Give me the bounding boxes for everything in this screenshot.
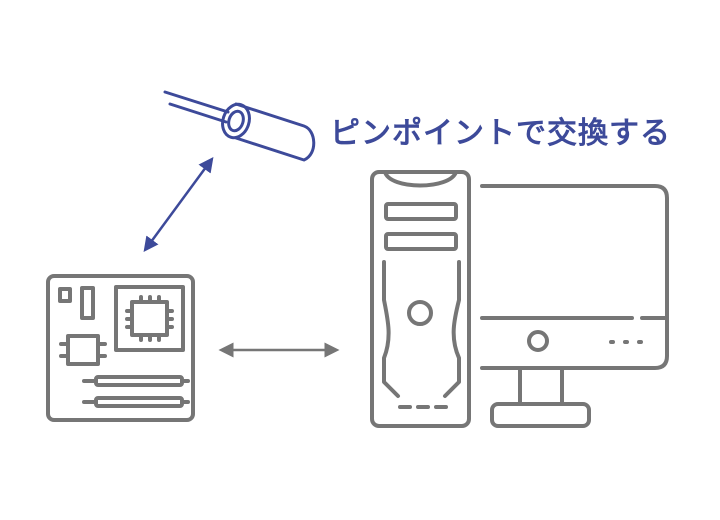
capacitor-icon <box>163 90 316 162</box>
double-arrow-diagonal-icon <box>143 156 214 253</box>
computer-tower-icon <box>370 170 471 428</box>
monitor-icon <box>480 184 669 428</box>
motherboard-icon <box>46 274 195 422</box>
headline-text: ピンポイントで交換する <box>330 116 671 151</box>
